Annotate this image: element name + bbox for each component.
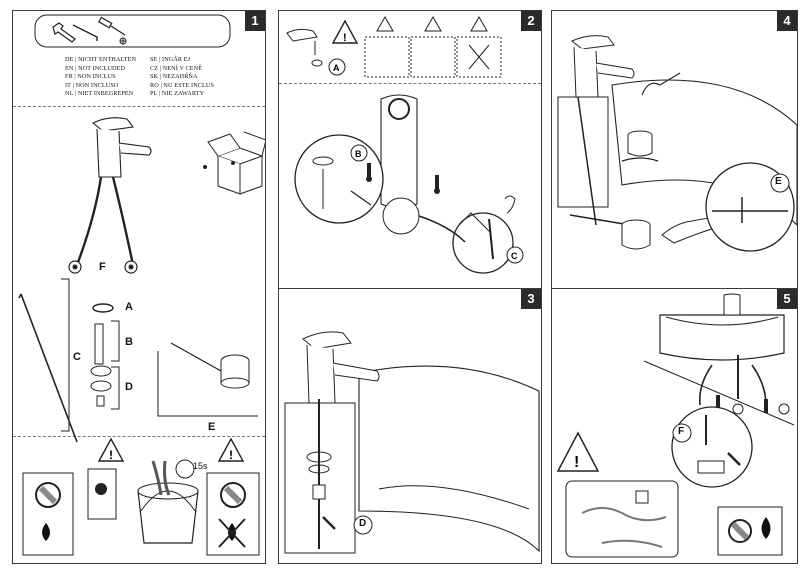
lang-line: PL | NIE ZAWARTY: [150, 90, 205, 98]
faucet-parts-illustration: ! !: [18, 117, 265, 556]
label-C: C: [73, 351, 81, 363]
divider: [13, 106, 265, 107]
svg-text:!: !: [574, 454, 579, 471]
lang-line: CZ | NENÍ V CENĚ: [150, 64, 203, 72]
step-number-4: 4: [777, 11, 797, 31]
panel-step-3: 3 D: [278, 288, 542, 564]
svg-text:A: A: [333, 63, 340, 73]
lang-line: FR | NON INCLUS: [65, 73, 116, 81]
step-3-illustration: [284, 331, 540, 554]
label-D: D: [359, 518, 367, 529]
lang-line: NL | NIET INBEGREPEN: [65, 90, 134, 98]
svg-text:C: C: [511, 251, 518, 261]
panel-step-1: 1 DE | NICHT ENTHALTEN EN | NOT INCLUDED…: [12, 10, 266, 564]
panel-step-4: 4 E: [551, 10, 798, 289]
step-number-5: 5: [777, 289, 797, 309]
svg-text:B: B: [355, 149, 362, 159]
divider: [279, 83, 541, 84]
wrench-icon: [52, 22, 76, 43]
label-A: A: [125, 301, 133, 313]
step-5-illustration: !: [556, 293, 795, 558]
lang-line: SE | INGÅR EJ: [150, 56, 191, 63]
allen-key-icon: [72, 24, 98, 41]
svg-text:!: !: [343, 32, 347, 44]
lang-line: SK | NEZAHŔŇA: [150, 73, 198, 81]
panel-step-2: 2 A ! B: [278, 10, 542, 289]
divider: [13, 436, 265, 437]
svg-text:!: !: [229, 448, 233, 462]
label-E: E: [775, 176, 782, 187]
not-included-list: DE | NICHT ENTHALTEN EN | NOT INCLUDED F…: [65, 56, 136, 99]
lang-line: DE | NICHT ENTHALTEN: [65, 56, 137, 63]
package-box-icon: [207, 131, 265, 195]
label-E: E: [208, 421, 216, 433]
step-number-3: 3: [521, 289, 541, 309]
label-D: D: [125, 381, 133, 393]
step-number-1: 1: [245, 11, 265, 31]
label-B: B: [125, 336, 133, 348]
step-4-illustration: [557, 35, 797, 252]
label-F: F: [99, 261, 106, 273]
timer-label: 15s: [193, 461, 208, 471]
not-included-list-2: SE | INGÅR EJ CZ | NENÍ V CENĚ SK | NEZA…: [150, 56, 214, 99]
step-2-illustration: A ! B C: [286, 15, 524, 274]
lang-line: RO | NU ESTE INCLUS: [150, 81, 214, 89]
screwdriver-icon: [97, 16, 126, 36]
panel-step-5: 5 ! F: [551, 288, 798, 564]
svg-text:!: !: [109, 448, 113, 462]
step-number-2: 2: [521, 11, 541, 31]
lang-line: IT | NON INCLUSO: [65, 81, 119, 89]
tools-illustration: [34, 14, 231, 48]
lang-line: EN | NOT INCLUDED: [65, 64, 126, 72]
label-F: F: [678, 426, 685, 437]
